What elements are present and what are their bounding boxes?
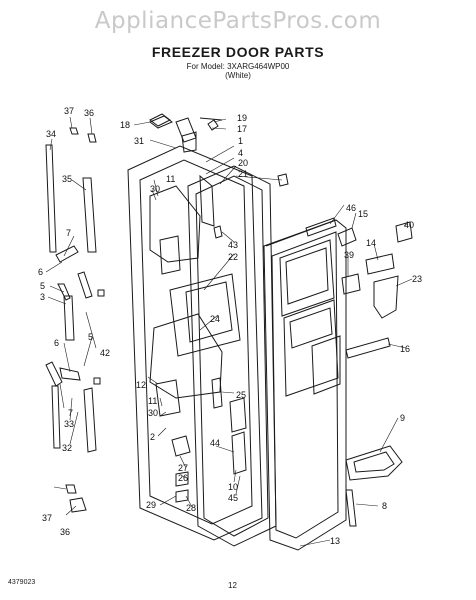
callout-43: 43 xyxy=(228,240,238,250)
callout-14: 14 xyxy=(366,238,376,248)
footer-code: 4379023 xyxy=(8,579,36,586)
callout-42: 42 xyxy=(100,348,110,358)
callout-5-lower: 5 xyxy=(88,332,93,342)
leader-lines xyxy=(45,116,413,547)
callout-2: 2 xyxy=(150,432,155,442)
callout-6-lower: 6 xyxy=(54,338,59,348)
dispenser-components xyxy=(337,221,413,527)
callout-26: 26 xyxy=(178,473,188,483)
callout-7-upper: 7 xyxy=(66,228,71,238)
callout-30-lower: 30 xyxy=(148,408,158,418)
callout-18: 18 xyxy=(120,120,130,130)
callout-9: 9 xyxy=(400,413,405,423)
color-line: (White) xyxy=(225,71,251,80)
callout-6-upper: 6 xyxy=(38,267,43,277)
callout-labels: 37 36 34 35 7 6 5 3 42 6 5 7 33 32 37 36… xyxy=(38,106,422,546)
callout-36-bottom: 36 xyxy=(60,527,70,537)
callout-22: 22 xyxy=(228,252,238,262)
callout-30-upper: 30 xyxy=(150,184,160,194)
watermark-text: AppliancePartsPros.com xyxy=(94,8,382,34)
outer-door-shell xyxy=(263,217,347,551)
callout-11-lower: 11 xyxy=(148,396,157,406)
callout-7-lower: 7 xyxy=(68,408,73,418)
page-title: FREEZER DOOR PARTS xyxy=(151,44,325,60)
callout-19: 19 xyxy=(237,113,247,123)
callout-11-upper: 11 xyxy=(166,174,175,184)
callout-29: 29 xyxy=(146,500,156,510)
callout-5-upper: 5 xyxy=(40,281,45,291)
callout-25: 25 xyxy=(236,390,246,400)
inner-door-panel xyxy=(127,113,263,541)
callout-37-bottom: 37 xyxy=(42,513,52,523)
callout-34: 34 xyxy=(46,129,56,139)
callout-3: 3 xyxy=(40,292,45,302)
callout-40: 40 xyxy=(404,220,414,230)
callout-45: 45 xyxy=(228,493,238,503)
callout-23: 23 xyxy=(412,274,422,284)
callout-37-top: 37 xyxy=(64,106,74,116)
model-info: For Model: 3XARG464WP00 (White) xyxy=(0,62,476,80)
callout-13: 13 xyxy=(330,536,340,546)
model-line: For Model: 3XARG464WP00 xyxy=(186,62,290,71)
callout-1: 1 xyxy=(238,136,243,146)
callout-20: 20 xyxy=(238,158,248,168)
callout-10: 10 xyxy=(228,482,238,492)
top-hardware xyxy=(149,115,289,187)
callout-24: 24 xyxy=(210,314,220,324)
callout-4: 4 xyxy=(238,148,243,158)
callout-46: 46 xyxy=(346,203,356,213)
callout-32: 32 xyxy=(62,443,72,453)
callout-12: 12 xyxy=(136,380,146,390)
callout-17: 17 xyxy=(237,124,247,134)
callout-8: 8 xyxy=(382,501,387,511)
callout-36-top: 36 xyxy=(84,108,94,118)
callout-16: 16 xyxy=(400,344,410,354)
left-trim-strips xyxy=(45,127,105,513)
callout-31: 31 xyxy=(134,136,144,146)
callout-44: 44 xyxy=(210,438,220,448)
callout-27: 27 xyxy=(178,463,188,473)
callout-35: 35 xyxy=(62,174,72,184)
callout-39: 39 xyxy=(344,250,354,260)
callout-28: 28 xyxy=(186,503,196,513)
callout-15: 15 xyxy=(358,209,368,219)
callout-33: 33 xyxy=(64,419,74,429)
page-number: 12 xyxy=(228,581,237,590)
callout-21: 21 xyxy=(238,169,248,179)
